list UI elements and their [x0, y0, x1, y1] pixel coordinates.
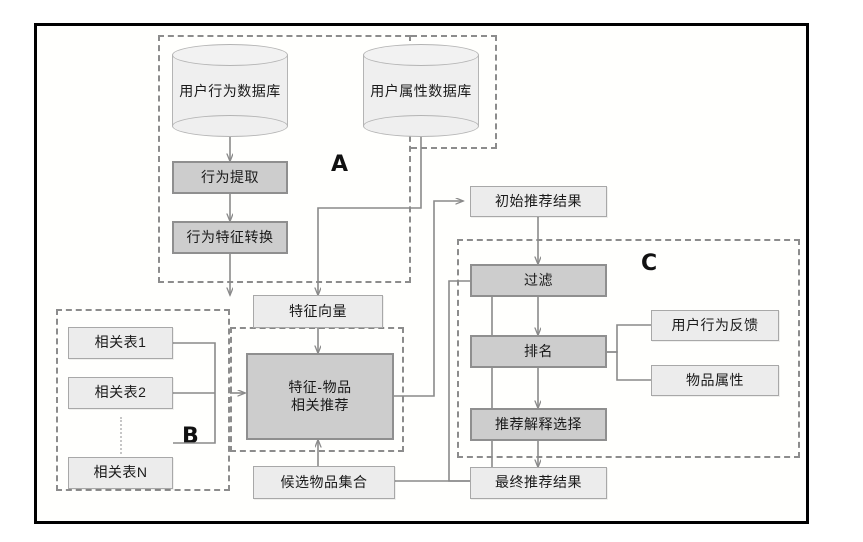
node-feature-vector[interactable]: 特征向量 [253, 295, 383, 328]
cylinder-top [363, 44, 479, 66]
group-box-b [56, 309, 230, 491]
database-user-behavior[interactable]: 用户行为数据库 [172, 44, 288, 137]
node-relation-table-n[interactable]: 相关表N [68, 457, 173, 489]
node-relation-table-2[interactable]: 相关表2 [68, 377, 173, 409]
node-feature-item-recommend-line1: 特征-物品 [288, 379, 352, 395]
node-behavior-transform[interactable]: 行为特征转换 [172, 221, 288, 254]
node-final-result-label: 最终推荐结果 [495, 474, 582, 491]
node-explain-select-label: 推荐解释选择 [495, 415, 582, 432]
cylinder-bottom [363, 115, 479, 137]
node-relation-table-1[interactable]: 相关表1 [68, 327, 173, 359]
node-filter-label: 过滤 [524, 271, 553, 288]
node-item-attribute-label: 物品属性 [686, 371, 744, 388]
node-feature-item-recommend-line2: 相关推荐 [291, 396, 349, 413]
section-label-c: C [641, 251, 658, 276]
node-explain-select[interactable]: 推荐解释选择 [470, 408, 607, 441]
node-relation-table-2-label: 相关表2 [94, 384, 147, 401]
node-filter[interactable]: 过滤 [470, 264, 607, 297]
node-candidate-item-set[interactable]: 候选物品集合 [253, 466, 395, 499]
database-user-attribute-label: 用户属性数据库 [370, 82, 472, 99]
section-label-b: B [182, 424, 199, 449]
node-candidate-item-set-label: 候选物品集合 [280, 473, 368, 490]
section-label-a: A [331, 152, 349, 177]
node-relation-table-n-label: 相关表N [93, 464, 148, 481]
node-feature-item-recommend[interactable]: 特征-物品 相关推荐 [246, 353, 394, 440]
node-user-feedback[interactable]: 用户行为反馈 [651, 310, 779, 341]
node-ranking[interactable]: 排名 [470, 335, 607, 368]
node-relation-table-1-label: 相关表1 [94, 334, 147, 351]
node-user-feedback-label: 用户行为反馈 [671, 316, 759, 333]
node-final-result[interactable]: 最终推荐结果 [470, 467, 607, 499]
cylinder-top [172, 44, 288, 66]
node-initial-result[interactable]: 初始推荐结果 [470, 186, 607, 217]
node-behavior-extract[interactable]: 行为提取 [172, 161, 288, 194]
node-initial-result-label: 初始推荐结果 [495, 192, 582, 209]
database-user-attribute[interactable]: 用户属性数据库 [363, 44, 479, 137]
node-item-attribute[interactable]: 物品属性 [651, 365, 779, 396]
node-ranking-label: 排名 [524, 342, 553, 359]
node-behavior-extract-label: 行为提取 [201, 168, 259, 185]
cylinder-bottom [172, 115, 288, 137]
group-box-a-extension [411, 35, 497, 149]
database-user-behavior-label: 用户行为数据库 [179, 82, 281, 99]
ellipsis-divider [120, 417, 122, 454]
node-feature-vector-label: 特征向量 [289, 302, 347, 319]
node-behavior-transform-label: 行为特征转换 [186, 228, 274, 245]
